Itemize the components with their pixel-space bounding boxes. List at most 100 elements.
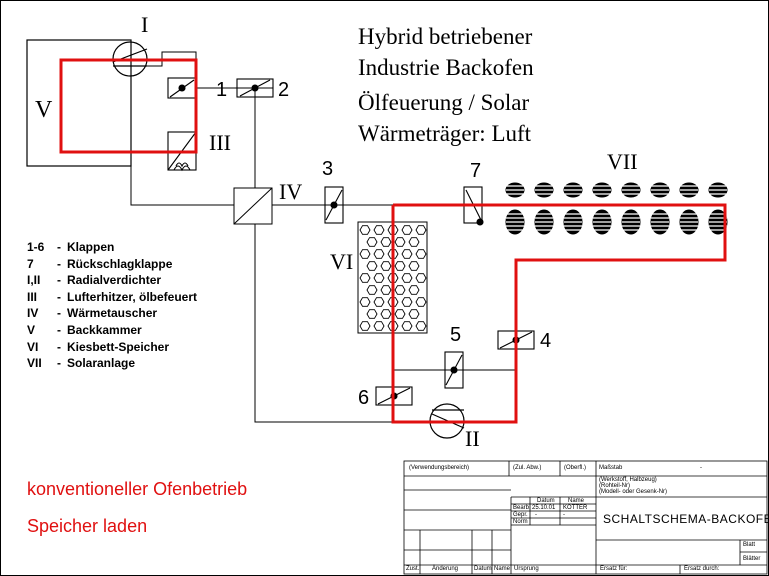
label-fan-I: I: [141, 12, 149, 37]
pebble: [415, 297, 427, 307]
solaranlage: [505, 182, 728, 235]
label-damper-2: 2: [278, 79, 290, 101]
legend-separator: -: [57, 256, 61, 271]
legend-key: I,II: [27, 273, 41, 288]
legend-key: IV: [27, 306, 39, 321]
legend-desc: Radialverdichter: [67, 273, 162, 288]
pebble: [394, 261, 406, 271]
solar-collector: [534, 182, 554, 198]
pebble: [415, 321, 427, 331]
tb-werkstoff-1: (Werkstoff, Halbzeug): [599, 477, 657, 483]
pebble: [387, 249, 399, 259]
pebble: [394, 309, 406, 319]
legend-key: III: [27, 289, 38, 304]
legend-row: I,II-Radialverdichter: [27, 272, 197, 289]
pebble: [366, 285, 378, 295]
pebble: [408, 309, 420, 319]
tb-name-2: Name: [494, 566, 511, 572]
legend-key: V: [27, 322, 36, 337]
legend-row: 1-6-Klappen: [27, 239, 197, 256]
waermetauscher-box: [233, 187, 273, 225]
pebble: [359, 321, 371, 331]
legend-row: IV-Wärmetauscher: [27, 305, 197, 322]
label-damper-7: 7: [470, 160, 482, 182]
tb-blatt: Blatt: [743, 542, 756, 548]
duct-k1: [196, 87, 273, 188]
legend-row: V-Backkammer: [27, 322, 197, 339]
pebble: [373, 297, 385, 307]
tb-werkstoff-2: (Rohteil-Nr): [599, 483, 631, 489]
pebble: [387, 273, 399, 283]
duct-bypass: [254, 224, 393, 423]
label-solar: VII: [607, 149, 638, 174]
tb-norm: Norm: [513, 519, 528, 525]
pebble: [408, 285, 420, 295]
solar-collector: [621, 209, 641, 235]
legend-desc: Lufterhitzer, ölbefeuert: [67, 289, 198, 304]
tb-aenderung: Änderung: [432, 566, 459, 572]
legend-desc: Backkammer: [67, 322, 142, 337]
legend-separator: -: [57, 356, 61, 371]
duct-outer-left: [130, 166, 234, 206]
pebble: [366, 261, 378, 271]
title-line-3: Ölfeuerung / Solar: [358, 90, 530, 115]
legend-separator: -: [57, 289, 61, 304]
legend-row: 7-Rückschlagklappe: [27, 256, 197, 273]
pebble: [373, 273, 385, 283]
legend-key: VII: [27, 356, 42, 371]
pebble: [359, 249, 371, 259]
pebble: [387, 321, 399, 331]
solar-collector: [650, 209, 670, 235]
solar-collector: [592, 209, 612, 235]
legend-desc: Rückschlagklappe: [67, 256, 173, 271]
kiesbett-fill: [359, 225, 427, 331]
damper-k0: [167, 77, 197, 99]
pebble: [394, 285, 406, 295]
pebble: [401, 273, 413, 283]
legend-desc: Kiesbett-Speicher: [67, 339, 170, 354]
legend-row: III -Lufterhitzer, ölbefeuert: [27, 289, 197, 306]
legend-key: VI: [27, 339, 39, 354]
solar-collector: [679, 182, 699, 198]
label-backkammer: V: [35, 97, 53, 123]
tb-datum: Datum: [537, 498, 555, 504]
solar-collector: [621, 182, 641, 198]
pebble: [380, 237, 392, 247]
label-damper-4: 4: [540, 330, 552, 352]
pebble: [359, 273, 371, 283]
pebble: [359, 225, 371, 235]
pebble: [401, 297, 413, 307]
solar-collector: [563, 209, 583, 235]
solar-collector: [708, 182, 728, 198]
label-damper-1: 1: [216, 79, 228, 101]
backkammer-box: [26, 39, 132, 167]
pebble: [401, 249, 413, 259]
tb-gepr-dash: -: [535, 512, 537, 518]
duct-left: [131, 51, 197, 88]
tb-blaetter: Blätter: [743, 556, 761, 562]
solar-collector: [563, 182, 583, 198]
legend-desc: Solaranlage: [67, 356, 136, 371]
label-damper-5: 5: [450, 324, 462, 346]
pebble: [415, 225, 427, 235]
flow-charging-loop: [391, 203, 727, 424]
label-damper-6: 6: [358, 387, 370, 409]
pebble: [394, 237, 406, 247]
solar-collector: [650, 182, 670, 198]
pebble: [366, 237, 378, 247]
tb-oberfl: (Oberfl.): [564, 465, 587, 471]
pebble: [408, 237, 420, 247]
tb-zust: Zust.: [406, 566, 420, 572]
tb-bearb: Bearb.: [513, 505, 531, 511]
legend-row: VI -Kiesbett-Speicher: [27, 339, 197, 356]
mode-conventional: konventioneller Ofenbetrieb: [27, 479, 248, 499]
tb-name: Name: [568, 498, 585, 504]
solar-collector: [505, 182, 525, 198]
label-fan-II: II: [465, 426, 480, 451]
legend-separator: -: [57, 339, 61, 354]
pebble: [380, 261, 392, 271]
pebble: [415, 273, 427, 283]
tb-drawing-title: SCHALTSCHEMA-BACKOFEN: [603, 512, 769, 526]
pebble: [408, 261, 420, 271]
solar-collector: [679, 209, 699, 235]
